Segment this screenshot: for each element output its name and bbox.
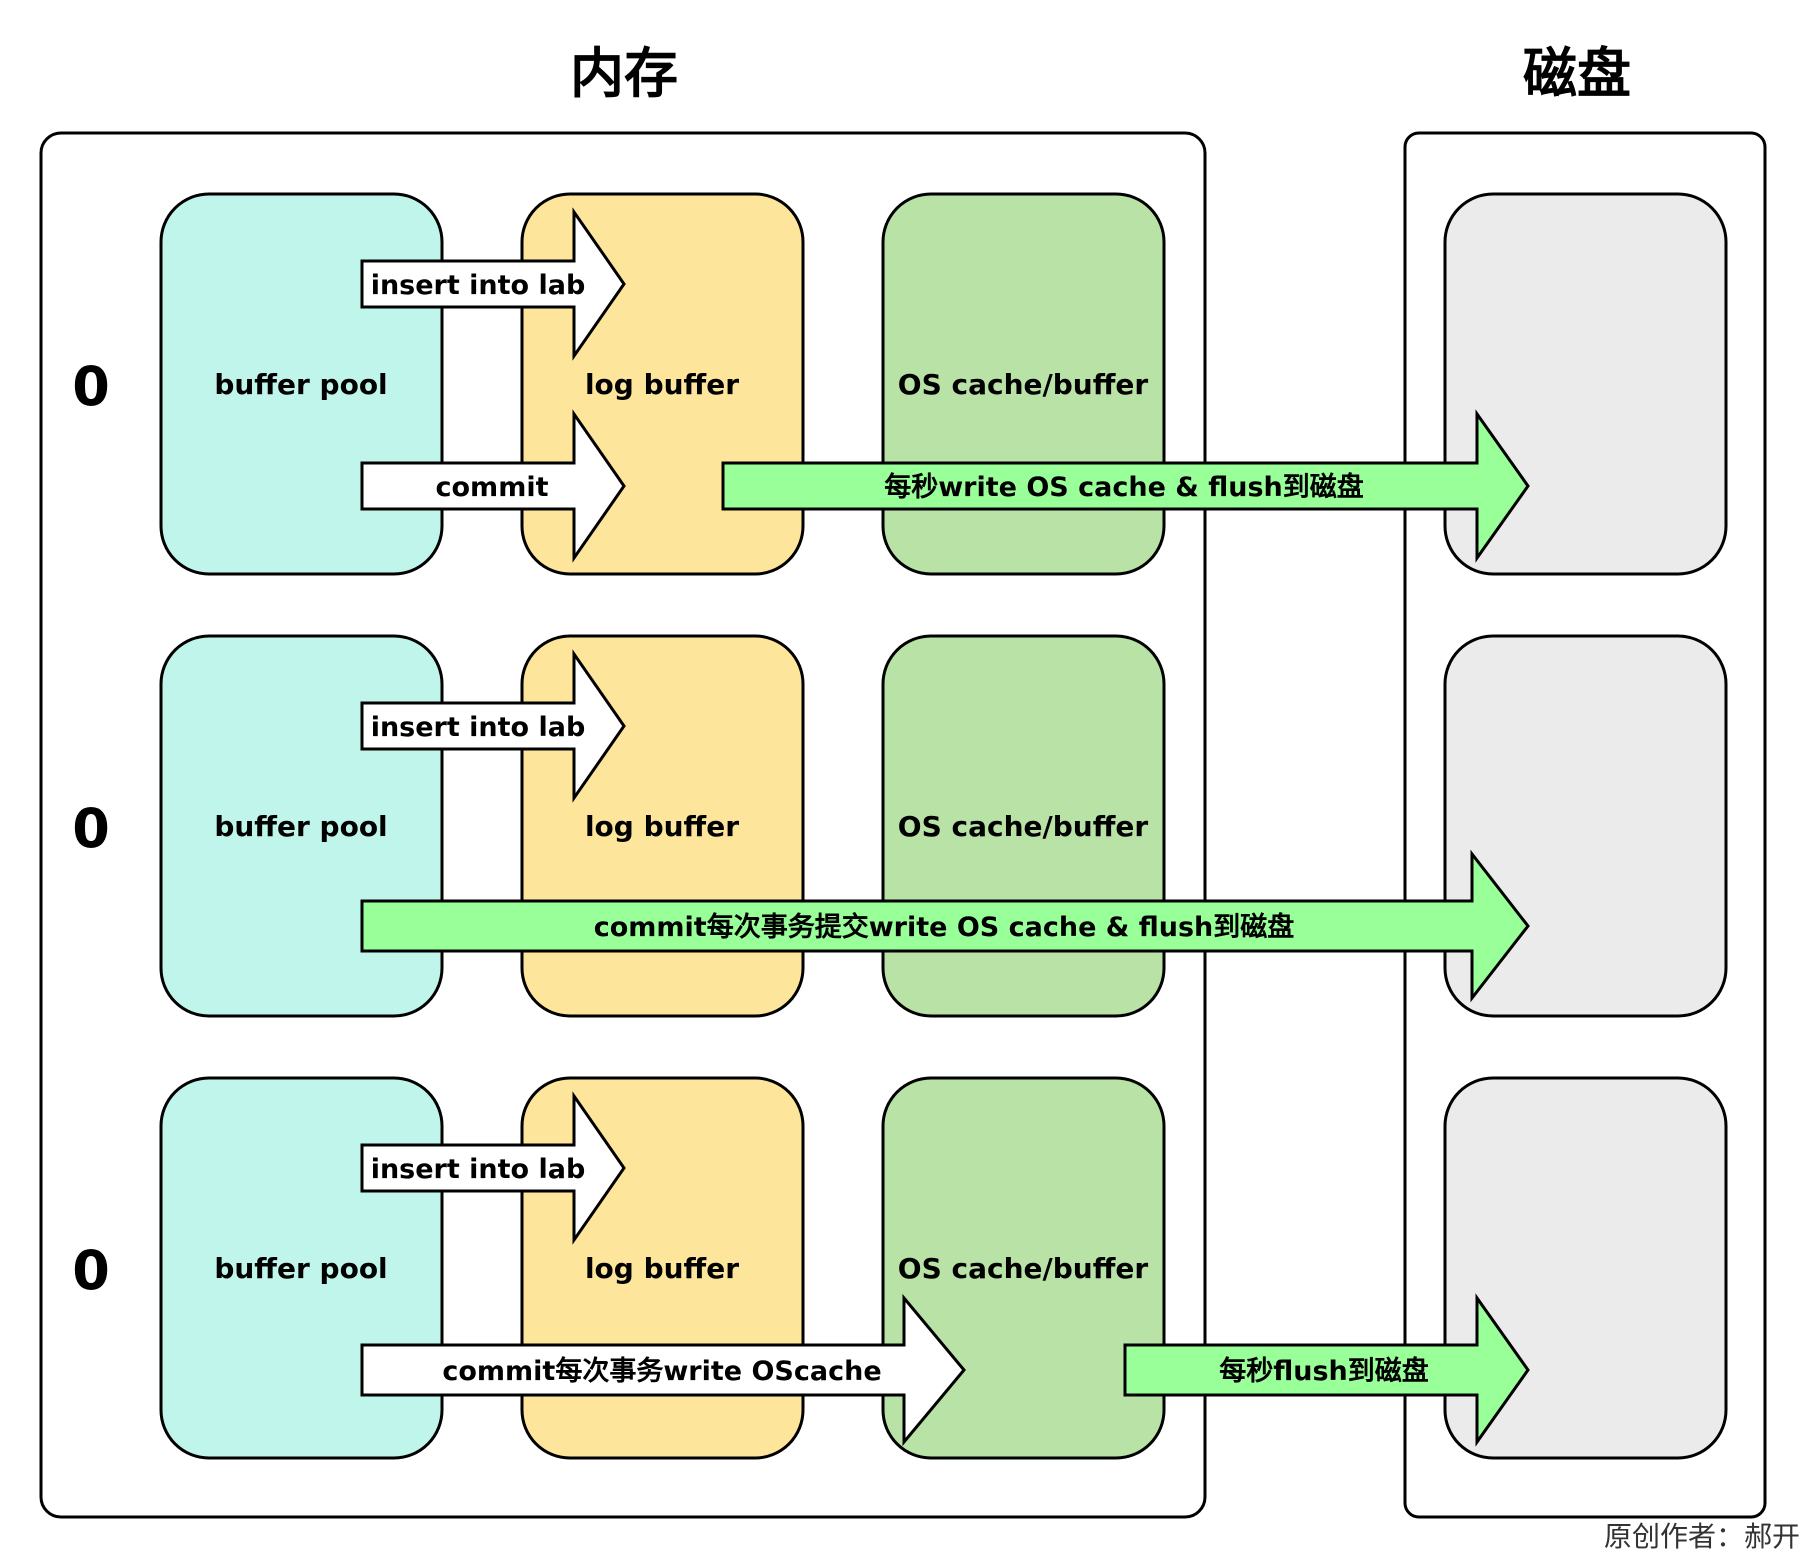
- log-buffer-label: log buffer: [585, 1252, 739, 1285]
- log-buffer-label: log buffer: [585, 368, 739, 401]
- commit-arrow: [360, 409, 626, 563]
- log-buffer-label: log buffer: [585, 810, 739, 843]
- level-label: 0: [72, 355, 110, 418]
- commit-arrow-label: commit: [436, 472, 549, 503]
- insert-arrow: [360, 1091, 626, 1245]
- flush-arrow: [721, 409, 1530, 563]
- row-1: 0 buffer pool log buffer OS cache/buffer…: [72, 192, 1728, 576]
- insert-arrow-label: insert into lab: [371, 270, 586, 301]
- commit-write-arrow-label: commit每次事务write OScache: [442, 1355, 881, 1387]
- row-3: 0 buffer pool log buffer OS cache/buffer…: [72, 1076, 1728, 1460]
- level-label: 0: [72, 797, 110, 860]
- os-cache-label: OS cache/buffer: [898, 1252, 1149, 1285]
- insert-arrow-label: insert into lab: [371, 712, 586, 743]
- flush-arrow-label: 每秒flush到磁盘: [1219, 1355, 1429, 1387]
- commit-write-arrow: [360, 1293, 966, 1447]
- memory-heading: 内存: [570, 42, 678, 105]
- os-cache-label: OS cache/buffer: [898, 810, 1149, 843]
- commit-flush-arrow-label: commit每次事务提交write OS cache & flush到磁盘: [594, 911, 1295, 943]
- flush-arrow: [1123, 1293, 1530, 1447]
- level-label: 0: [72, 1239, 110, 1302]
- disk-heading: 磁盘: [1523, 42, 1631, 105]
- insert-arrow-label: insert into lab: [371, 1154, 586, 1185]
- author-credit: 原创作者：郝开: [1604, 1520, 1800, 1553]
- commit-flush-arrow: [360, 849, 1530, 1003]
- buffer-pool-label: buffer pool: [214, 810, 387, 843]
- buffer-pool-label: buffer pool: [214, 368, 387, 401]
- row-2: 0 buffer pool log buffer OS cache/buffer…: [72, 634, 1728, 1018]
- flush-arrow-label: 每秒write OS cache & flush到磁盘: [884, 471, 1364, 503]
- os-cache-label: OS cache/buffer: [898, 368, 1149, 401]
- insert-arrow: [360, 649, 626, 803]
- insert-arrow: [360, 207, 626, 361]
- buffer-pool-label: buffer pool: [214, 1252, 387, 1285]
